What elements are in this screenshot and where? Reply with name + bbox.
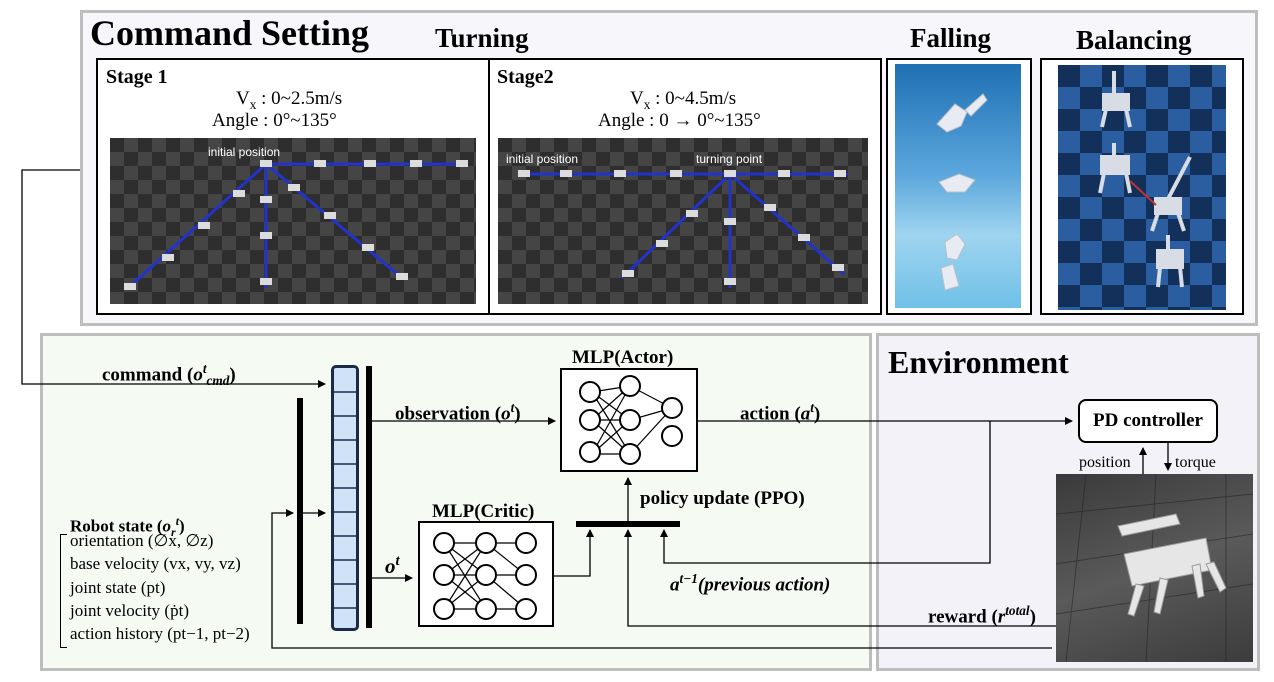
stage1-angle: Angle : 0°~135° <box>212 110 337 131</box>
pd-controller-box: PD controller <box>1078 399 1218 443</box>
reward-label: reward (rtotal) <box>928 603 1036 628</box>
stage2-initial-position-label: initial position <box>506 152 579 166</box>
robot-state-bus-bar <box>297 398 303 624</box>
environment-title: Environment <box>888 344 1069 380</box>
observation-label: observation (ot) <box>395 400 521 425</box>
stage-divider <box>488 59 490 314</box>
previous-action-label: at−1(previous action) <box>670 571 831 596</box>
falling-image <box>895 64 1021 308</box>
critic-network <box>418 521 554 627</box>
o-t-label: ot <box>385 553 400 578</box>
action-label: action (at) <box>740 400 821 425</box>
observation-vector <box>331 365 359 631</box>
robot-state-item: orientation (∅x, ∅z) <box>70 531 214 550</box>
stage2-sim-image: initial position turning point <box>498 138 868 304</box>
stage2-title: Stage2 <box>497 66 554 88</box>
stage1-initial-position-label: initial position <box>208 145 281 159</box>
position-label: position <box>1079 454 1131 471</box>
observation-bus-bar <box>366 366 372 628</box>
command-label: command (otcmd) <box>102 361 236 389</box>
policy-update-bar <box>576 521 680 527</box>
robot-state-item: action history (pt−1, pt−2) <box>70 624 250 643</box>
robot-state-bracket <box>60 534 67 648</box>
actor-title: MLP(Actor) <box>572 347 674 368</box>
robot-state-item: joint velocity (ṗt) <box>70 601 189 620</box>
policy-update-label: policy update (PPO) <box>640 488 805 509</box>
balancing-image <box>1058 65 1226 310</box>
stage1-vx: Vx : 0~2.5m/s <box>236 88 343 112</box>
robot-sim-image <box>1056 474 1253 662</box>
pd-controller-label: PD controller <box>1093 410 1203 431</box>
balancing-title: Balancing <box>1076 25 1192 55</box>
falling-title: Falling <box>910 23 992 53</box>
robot-state-title: Robot state (ort) <box>70 514 185 540</box>
stage2-vx: Vx : 0~4.5m/s <box>630 88 737 112</box>
stage2-angle: Angle : 0 → 0°~135° <box>598 110 761 131</box>
critic-title: MLP(Critic) <box>432 501 535 522</box>
robot-state-item: base velocity (vx, vy, vz) <box>70 554 241 573</box>
stage2-turning-point-label: turning point <box>696 152 763 166</box>
robot-state-item: joint state (pt) <box>70 578 166 597</box>
actor-network <box>560 368 698 472</box>
stage1-sim-image: initial position <box>110 138 476 304</box>
torque-label: torque <box>1175 454 1216 471</box>
turning-title: Turning <box>435 23 529 53</box>
command-setting-title: Command Setting <box>90 13 370 53</box>
stage1-title: Stage 1 <box>106 66 168 88</box>
